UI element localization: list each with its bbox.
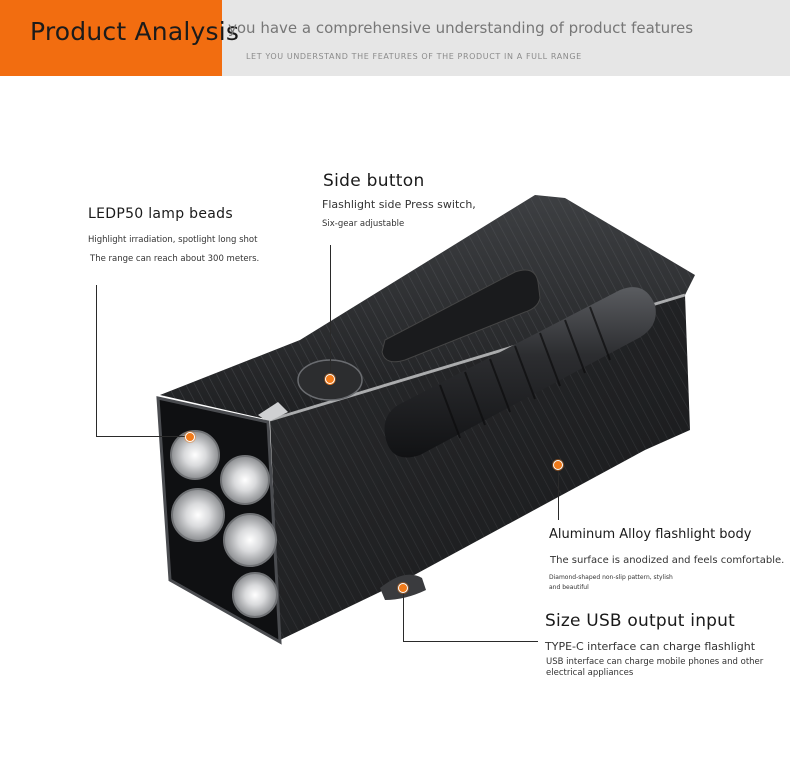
led-lamp-beads xyxy=(170,430,278,618)
usb-leader-horizontal xyxy=(403,641,538,642)
body-callout-line2: Diamond-shaped non-slip pattern, stylish xyxy=(549,574,673,581)
side-button-callout-title: Side button xyxy=(323,171,425,191)
usb-callout-line3: electrical appliances xyxy=(546,668,634,678)
side-button-callout-line2: Six-gear adjustable xyxy=(322,219,405,229)
page-subtitle: you have a comprehensive understanding o… xyxy=(228,19,694,37)
brand-logo-icon xyxy=(258,402,288,422)
header-accent-block xyxy=(0,0,222,76)
lamp-callout-line2: The range can reach about 300 meters. xyxy=(90,254,260,264)
page-title: Product Analysis xyxy=(30,17,240,46)
usb-callout-line2: USB interface can charge mobile phones a… xyxy=(546,657,764,667)
top-slot xyxy=(381,269,541,363)
usb-leader-vertical xyxy=(403,590,404,641)
usb-callout-line1: TYPE-C interface can charge flashlight xyxy=(545,640,756,653)
lamp-callout-title: LEDP50 lamp beads xyxy=(88,206,233,222)
body-leader xyxy=(558,470,559,520)
lamp-leader-horizontal xyxy=(96,436,188,437)
side-button-leader xyxy=(330,245,331,373)
body-marker-dot xyxy=(553,460,563,470)
body-callout-title: Aluminum Alloy flashlight body xyxy=(549,527,752,542)
side-button-callout-line1: Flashlight side Press switch, xyxy=(322,198,476,211)
body-callout-line1: The surface is anodized and feels comfor… xyxy=(550,555,785,566)
usb-callout-title: Size USB output input xyxy=(545,611,736,631)
page-caption: LET YOU UNDERSTAND THE FEATURES OF THE P… xyxy=(246,52,582,61)
lamp-leader-vertical xyxy=(96,285,97,437)
usb-marker-dot xyxy=(398,583,408,593)
lamp-callout-line1: Highlight irradiation, spotlight long sh… xyxy=(88,235,258,245)
side-button-marker-dot xyxy=(325,374,335,384)
flashlight-illustration xyxy=(156,195,695,645)
lamp-marker-dot xyxy=(185,432,195,442)
body-callout-line3: and beautiful xyxy=(549,584,589,591)
